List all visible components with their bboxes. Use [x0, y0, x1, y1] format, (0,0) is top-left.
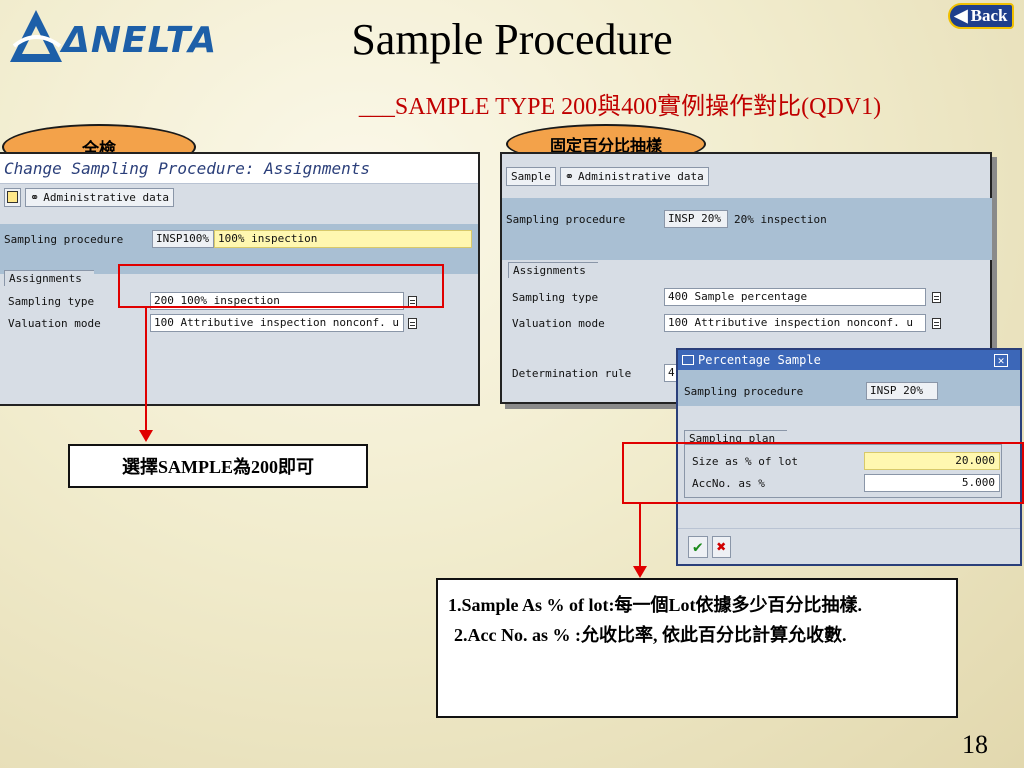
back-arrow-icon: ◀ — [954, 6, 968, 25]
left-sampling-type-field[interactable]: 200 100% inspection — [150, 292, 404, 310]
document-icon — [7, 191, 18, 203]
logo-text: ΔNELTA — [62, 20, 218, 61]
popup-accno-label: AccNo. as % — [692, 476, 765, 490]
right-header-band — [502, 198, 992, 260]
right-sample-button[interactable]: Sample — [506, 166, 556, 186]
right-sampling-type-row: Sampling type 400 Sample percentage — [512, 288, 941, 306]
left-sampling-procedure-desc[interactable]: 100% inspection — [214, 230, 472, 248]
glasses-icon: ⚭ — [30, 190, 40, 204]
right-determination-rule-label: Determination rule — [512, 366, 632, 380]
right-valuation-mode-row: Valuation mode 100 Attributive inspectio… — [512, 314, 941, 332]
right-admin-data-button[interactable]: ⚭ Administrative data — [559, 166, 709, 186]
popup-sampling-procedure-row: Sampling procedure INSP 20% — [684, 382, 938, 400]
popup-titlebar: Percentage Sample ✕ — [678, 350, 1020, 370]
page-title: Sample Procedure — [351, 15, 673, 64]
left-callout-text: 選擇SAMPLE為200即可 — [121, 457, 314, 477]
popup-size-row: Size as % of lot 20.000 — [692, 452, 1000, 470]
percentage-sample-popup: Percentage Sample ✕ Sampling procedure I… — [676, 348, 1022, 566]
confirm-check-icon[interactable]: ✔ — [688, 535, 708, 558]
left-valuation-mode-field[interactable]: 100 Attributive inspection nonconf. u — [150, 314, 404, 332]
left-sampling-procedure-code[interactable]: INSP100% — [152, 230, 214, 248]
left-arrow-line — [145, 306, 147, 434]
left-admin-data-label: Administrative data — [43, 190, 170, 204]
back-button[interactable]: ◀ Back — [948, 3, 1014, 29]
left-sampling-type-row: Sampling type 200 100% inspection — [8, 292, 417, 310]
popup-sampling-procedure-value[interactable]: INSP 20% — [866, 382, 938, 400]
right-sample-label: Sample — [511, 169, 551, 183]
popup-title: Percentage Sample — [698, 353, 821, 367]
right-toolbar: Sample ⚭ Administrative data — [502, 154, 990, 198]
left-callout: 選擇SAMPLE為200即可 — [68, 444, 368, 488]
right-callout-line1: 1.Sample As % of lot:每一個Lot依據多少百分比抽樣. — [448, 595, 862, 615]
page-number: 18 — [962, 730, 988, 759]
glasses-icon: ⚭ — [564, 169, 574, 183]
right-callout: 1.Sample As % of lot:每一個Lot依據多少百分比抽樣. 2.… — [436, 578, 958, 718]
popup-accno-field[interactable]: 5.000 — [864, 474, 1000, 492]
cancel-x-icon[interactable]: ✖ — [711, 535, 732, 558]
right-sampling-procedure-label: Sampling procedure — [506, 212, 626, 226]
right-valuation-mode-field[interactable]: 100 Attributive inspection nonconf. u — [664, 314, 926, 332]
right-sampling-type-dropdown-icon[interactable] — [932, 291, 941, 303]
right-sampling-type-field[interactable]: 400 Sample percentage — [664, 288, 926, 306]
right-sampling-procedure-row: Sampling procedure INSP 20% 20% inspecti… — [506, 210, 827, 228]
popup-window-icon — [682, 355, 694, 365]
left-valuation-mode-dropdown-icon[interactable] — [408, 317, 417, 329]
delta-logo — [6, 6, 186, 68]
left-sampling-type-label: Sampling type — [8, 294, 95, 308]
left-valuation-mode-label: Valuation mode — [8, 316, 101, 330]
left-sampling-procedure-label: Sampling procedure — [4, 232, 124, 246]
right-callout-line2: 2.Acc No. as % :允收比率, 依此百分比計算允收數. — [454, 625, 847, 645]
right-assignments-tab: Assignments — [508, 262, 598, 278]
right-sampling-type-label: Sampling type — [512, 290, 599, 304]
left-window-title: Change Sampling Procedure: Assignments — [0, 154, 478, 184]
popup-size-field[interactable]: 20.000 — [864, 452, 1000, 470]
right-determination-rule-row: Determination rule 4 — [512, 364, 678, 382]
left-valuation-mode-row: Valuation mode 100 Attributive inspectio… — [8, 314, 417, 332]
right-valuation-mode-dropdown-icon[interactable] — [932, 317, 941, 329]
close-icon[interactable]: ✕ — [994, 353, 1008, 367]
back-label: Back — [970, 6, 1008, 25]
left-admin-data-button[interactable]: ⚭ Administrative data — [25, 187, 175, 207]
right-sampling-procedure-desc: 20% inspection — [734, 212, 827, 226]
left-highlight-box — [118, 264, 444, 308]
popup-sampling-procedure-label: Sampling procedure — [684, 384, 804, 398]
right-arrow-line — [639, 502, 641, 568]
right-sampling-procedure-code[interactable]: INSP 20% — [664, 210, 728, 228]
right-highlight-box — [622, 442, 1024, 504]
left-toolbar: ⚭ Administrative data — [0, 184, 478, 210]
left-arrow-head — [139, 430, 153, 442]
popup-accno-row: AccNo. as % 5.000 — [692, 474, 1000, 492]
fixed-percentage-label: 固定百分比抽樣 — [549, 138, 662, 155]
left-assignments-tab: Assignments — [4, 270, 94, 286]
delta-logo-icon — [10, 10, 62, 62]
popup-footer: ✔ ✖ — [678, 528, 1020, 564]
right-valuation-mode-label: Valuation mode — [512, 316, 605, 330]
popup-plan-group — [684, 444, 1002, 498]
left-sampling-procedure-row: Sampling procedure INSP100% 100% inspect… — [4, 230, 472, 248]
left-doc-button[interactable] — [4, 187, 21, 207]
right-arrow-head — [633, 566, 647, 578]
left-sap-window: Change Sampling Procedure: Assignments ⚭… — [0, 152, 480, 406]
popup-size-label: Size as % of lot — [692, 454, 798, 468]
popup-header-band — [678, 370, 1020, 406]
right-admin-data-label: Administrative data — [577, 169, 704, 183]
page-subtitle: ___SAMPLE TYPE 200與400實例操作對比(QDV1) — [358, 94, 882, 120]
